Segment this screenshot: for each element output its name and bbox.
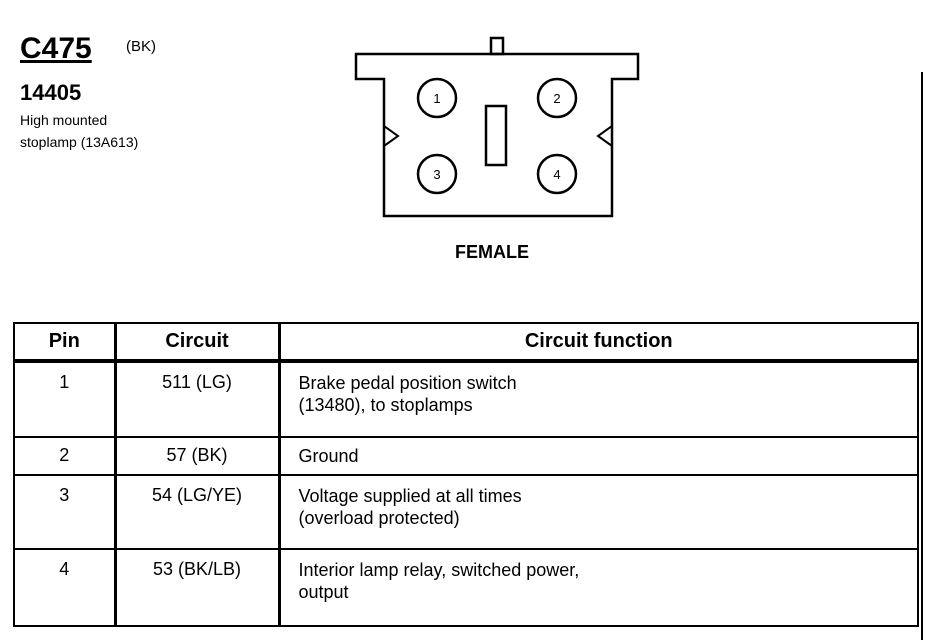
pin-number: 4 <box>14 548 115 626</box>
table-row: 4 53 (BK/LB) Interior lamp relay, switch… <box>14 548 918 626</box>
pin-table-header-row: Pin Circuit Circuit function <box>14 323 918 363</box>
circuit-function-line: (overload protected) <box>298 508 460 528</box>
circuit-code: 511 (LG) <box>113 360 281 437</box>
connector-id: C475 <box>20 32 92 65</box>
pin-cavity-4: 4 <box>536 153 578 195</box>
pin-cavity-label-2: 2 <box>553 91 560 106</box>
connector-key-tab <box>489 36 505 56</box>
circuit-code: 57 (BK) <box>113 436 281 475</box>
pin-cavity-label-1: 1 <box>433 91 440 106</box>
right-latch-notch <box>596 125 613 147</box>
header-pin: Pin <box>14 323 115 363</box>
pin-cavity-1: 1 <box>416 77 458 119</box>
connector-color-code: (BK) <box>126 38 156 55</box>
table-row: 1 511 (LG) Brake pedal position switch (… <box>14 360 918 437</box>
circuit-code: 53 (BK/LB) <box>113 548 281 626</box>
pin-cavity-label-4: 4 <box>553 167 560 182</box>
page-edge-line <box>921 72 923 640</box>
pin-number: 1 <box>14 360 115 437</box>
circuit-function-line: (13480), to stoplamps <box>298 395 473 415</box>
circuit-function: Interior lamp relay, switched power, out… <box>278 548 918 626</box>
center-slot <box>484 104 508 167</box>
circuit-function: Voltage supplied at all times (overload … <box>278 474 918 549</box>
circuit-code: 54 (LG/YE) <box>113 474 281 549</box>
circuit-function: Brake pedal position switch (13480), to … <box>278 360 918 437</box>
circuit-function-line: Ground <box>298 446 359 466</box>
circuit-function-line: output <box>298 582 349 602</box>
pin-table: Pin Circuit Circuit function 1 511 (LG) … <box>13 322 919 627</box>
circuit-function: Ground <box>278 436 918 475</box>
pin-cavity-2: 2 <box>536 77 578 119</box>
header-circuit-function: Circuit function <box>278 323 918 363</box>
pin-number: 3 <box>14 474 115 549</box>
header-circuit: Circuit <box>113 323 281 363</box>
left-latch-notch <box>383 125 400 147</box>
circuit-function-line: Interior lamp relay, switched power, <box>298 560 580 580</box>
description-line-1: High mounted <box>20 112 108 128</box>
pin-number: 2 <box>14 436 115 475</box>
circuit-function-line: Voltage supplied at all times <box>298 486 522 506</box>
circuit-function-line: Brake pedal position switch <box>298 373 517 393</box>
pin-cavity-label-3: 3 <box>433 167 440 182</box>
pin-cavity-3: 3 <box>416 153 458 195</box>
description-line-2: stoplamp (13A613) <box>20 134 139 150</box>
connector-face-diagram: 1 2 3 4 <box>354 36 640 218</box>
connector-outline <box>354 52 640 218</box>
connector-gender-label: FEMALE <box>455 242 529 262</box>
part-number: 14405 <box>20 80 82 105</box>
table-row: 2 57 (BK) Ground <box>14 436 918 475</box>
table-row: 3 54 (LG/YE) Voltage supplied at all tim… <box>14 474 918 549</box>
